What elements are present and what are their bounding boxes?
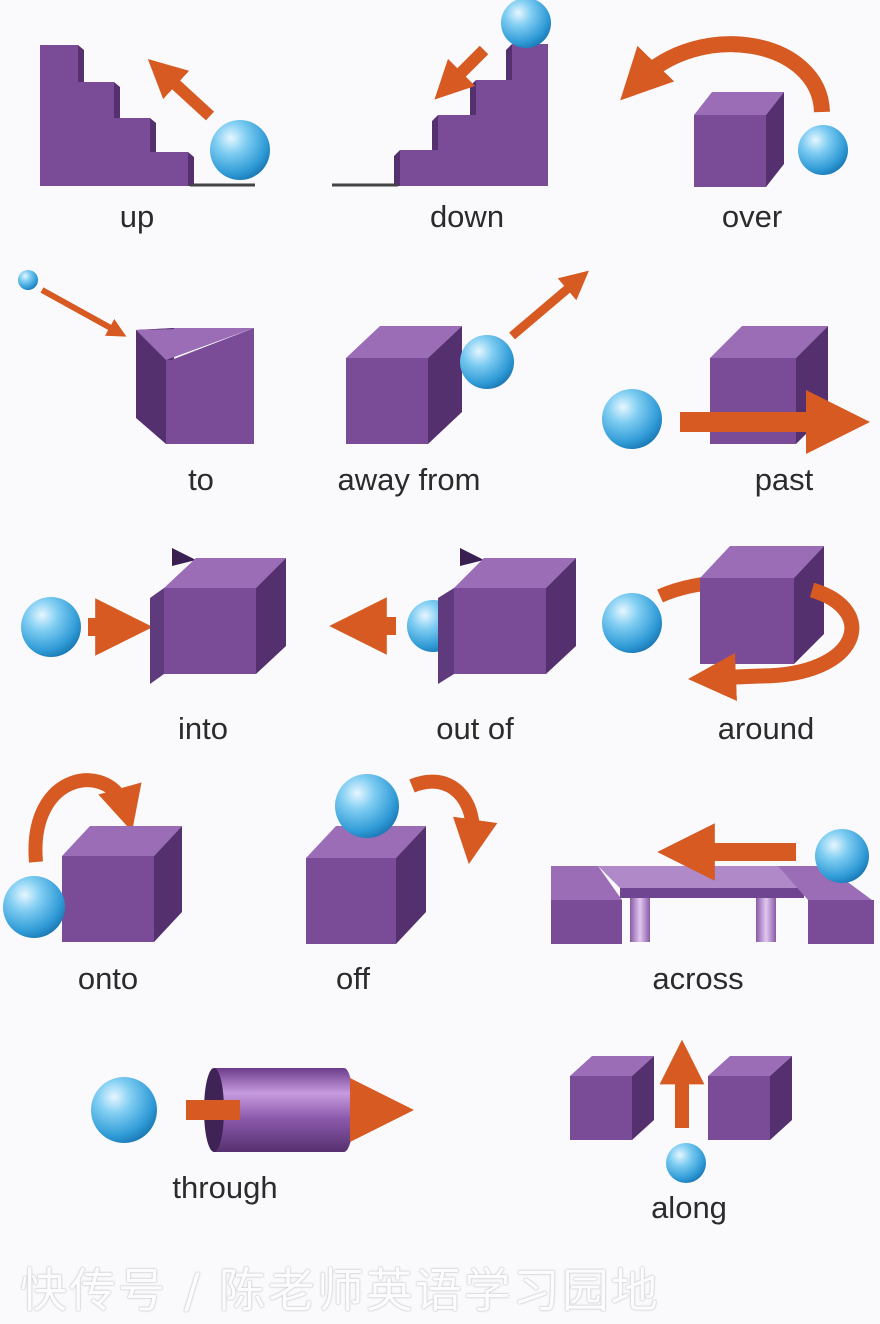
through-illustration: [91, 1068, 415, 1152]
ball: [3, 876, 65, 938]
to-illustration: [18, 270, 254, 444]
label-away-from: away from: [337, 462, 481, 497]
down-illustration: [332, 0, 551, 187]
watermark: 快传号 / 陈老师英语学习园地: [20, 1264, 660, 1319]
label-out-of: out of: [436, 711, 514, 746]
label-through: through: [172, 1170, 278, 1205]
label-to: to: [188, 462, 214, 497]
across-illustration: [551, 823, 874, 944]
away-from-illustration: [346, 270, 589, 444]
off-illustration: [306, 774, 498, 944]
ball: [18, 270, 38, 290]
ball: [210, 120, 270, 180]
out-of-illustration: [329, 548, 576, 684]
label-onto: onto: [77, 961, 139, 996]
label-past: past: [754, 462, 814, 497]
ball: [21, 597, 81, 657]
ball: [335, 774, 399, 838]
label-up: up: [119, 199, 155, 234]
label-down: down: [429, 199, 505, 234]
over-illustration: [620, 36, 848, 187]
past-illustration: [602, 326, 871, 455]
up-illustration: [40, 45, 270, 187]
ball: [460, 335, 514, 389]
label-around: around: [717, 711, 815, 746]
ball: [666, 1143, 706, 1183]
ball: [91, 1077, 157, 1143]
label-along: along: [651, 1190, 727, 1225]
label-into: into: [178, 711, 228, 746]
label-across: across: [652, 961, 744, 996]
ball: [798, 125, 848, 175]
into-illustration: [21, 548, 286, 684]
ball: [501, 0, 551, 48]
along-illustration: [570, 1039, 792, 1183]
around-illustration: [602, 546, 860, 701]
onto-illustration: [3, 773, 182, 942]
ball: [602, 389, 662, 449]
ball: [602, 593, 662, 653]
label-over: over: [721, 199, 783, 234]
label-off: off: [336, 961, 370, 996]
ball: [815, 829, 869, 883]
